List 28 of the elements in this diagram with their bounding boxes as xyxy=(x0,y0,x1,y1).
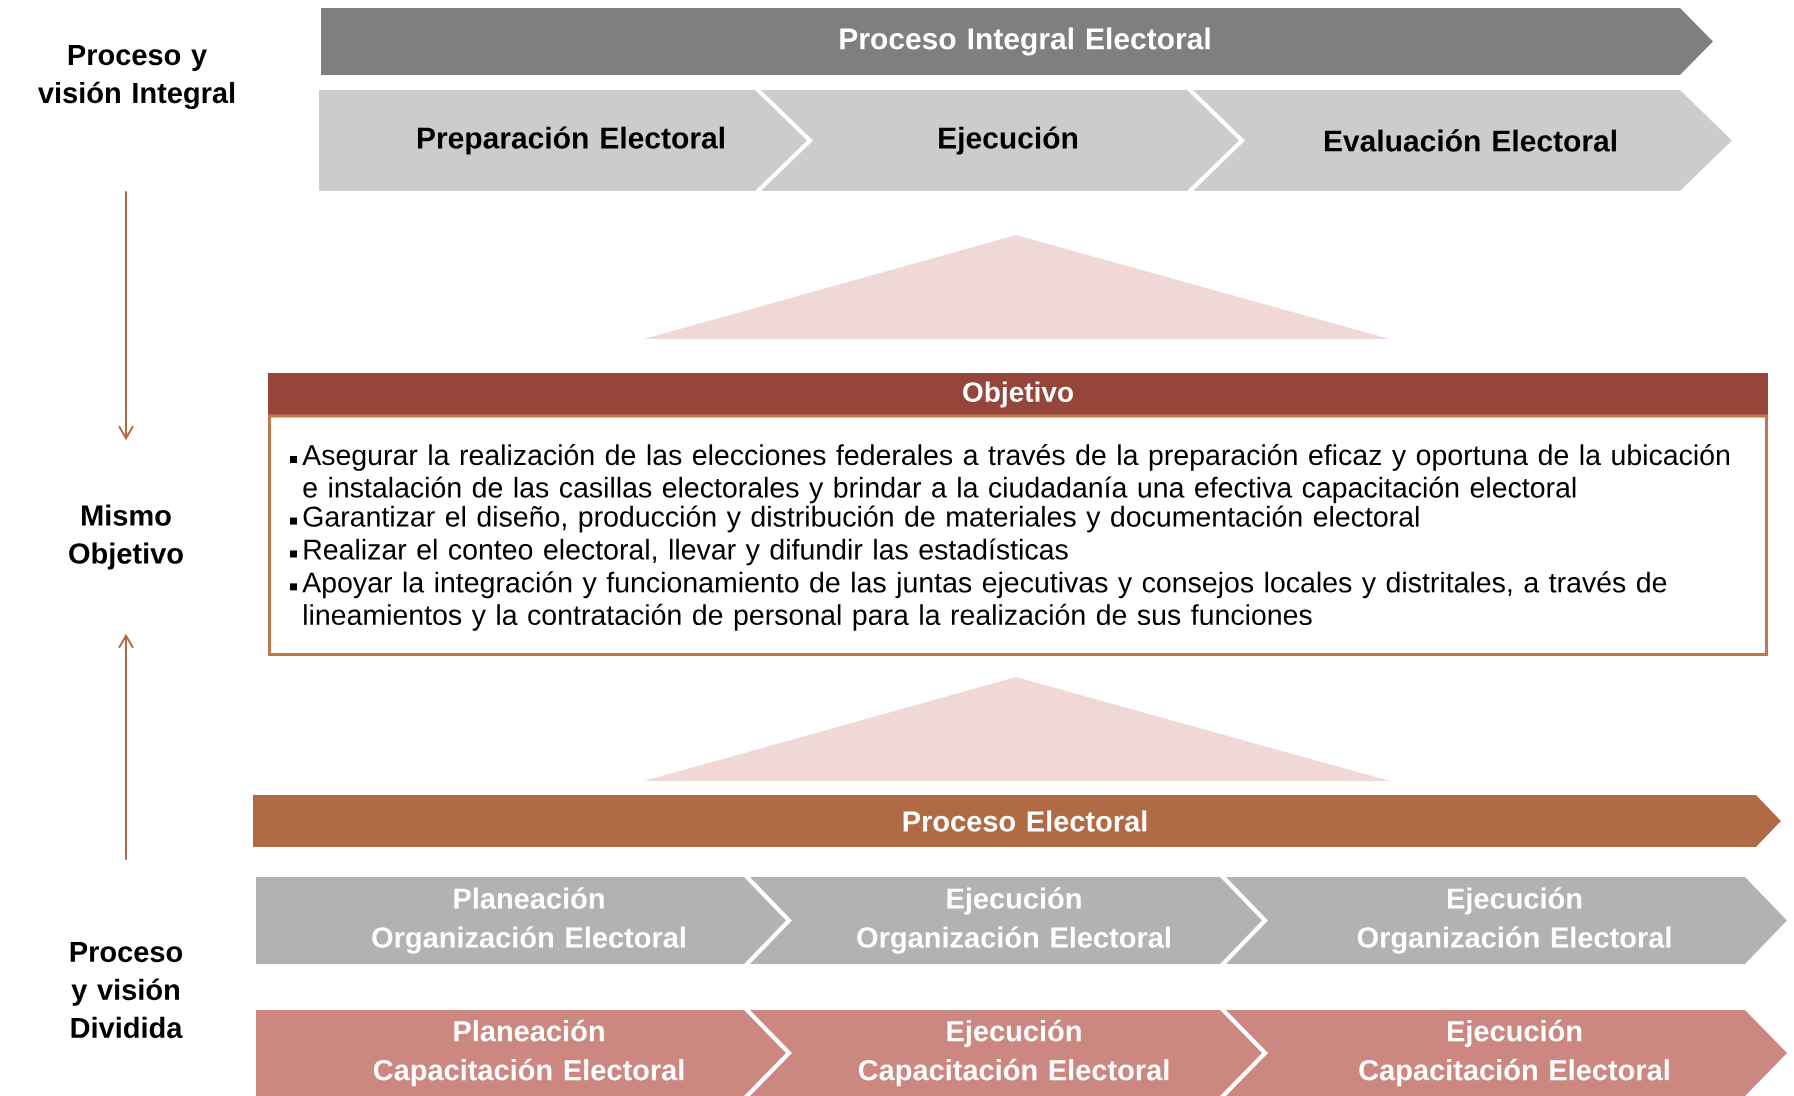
node-label: Ejecución Organización Electoral xyxy=(1357,887,1671,954)
node-label: Ejecución Capacitación Electoral xyxy=(858,1019,1169,1087)
node-label: Ejecución xyxy=(939,126,1078,155)
chevron-banner: Ejecución Capacitación Electoral xyxy=(1226,1010,1787,1096)
chevron-banner: Ejecución xyxy=(761,90,1239,191)
chevron-banner: Ejecución Organización Electoral xyxy=(1226,877,1787,964)
node-label: Ejecución Capacitación Electoral xyxy=(1359,1019,1669,1087)
node-label: Evaluación Electoral xyxy=(1324,129,1616,152)
chevron-banner: Proceso Integral Electoral xyxy=(321,8,1713,75)
box-heading: Objetivo xyxy=(963,381,1073,408)
chevron-banner: Planeación Capacitación Electoral xyxy=(256,1010,786,1096)
chevron-banner: Ejecución Capacitación Electoral xyxy=(750,1010,1262,1096)
triangle-shape xyxy=(644,235,1390,339)
side-label: Proceso y visión Integral xyxy=(38,44,235,110)
chevron-banner: Preparación Electoral xyxy=(319,90,807,191)
node-label: Ejecución Organización Electoral xyxy=(857,887,1170,954)
chevron-banner: Planeación Organización Electoral xyxy=(256,877,786,964)
arrow xyxy=(118,633,134,861)
side-label: Proceso y visión Dividida xyxy=(70,941,183,1039)
chevron-banner: Proceso Electoral xyxy=(253,795,1781,847)
node-label: Planeación Organización Electoral xyxy=(372,887,685,954)
side-label: Mismo Objetivo xyxy=(69,504,183,570)
arrow xyxy=(118,190,134,441)
node-label: Planeación Capacitación Electoral xyxy=(373,1019,684,1087)
chevron-banner: Evaluación Electoral xyxy=(1193,90,1732,191)
triangle-shape xyxy=(644,677,1390,781)
node-label: Preparación Electoral xyxy=(417,126,724,155)
chevron-banner: Ejecución Organización Electoral xyxy=(750,877,1262,964)
